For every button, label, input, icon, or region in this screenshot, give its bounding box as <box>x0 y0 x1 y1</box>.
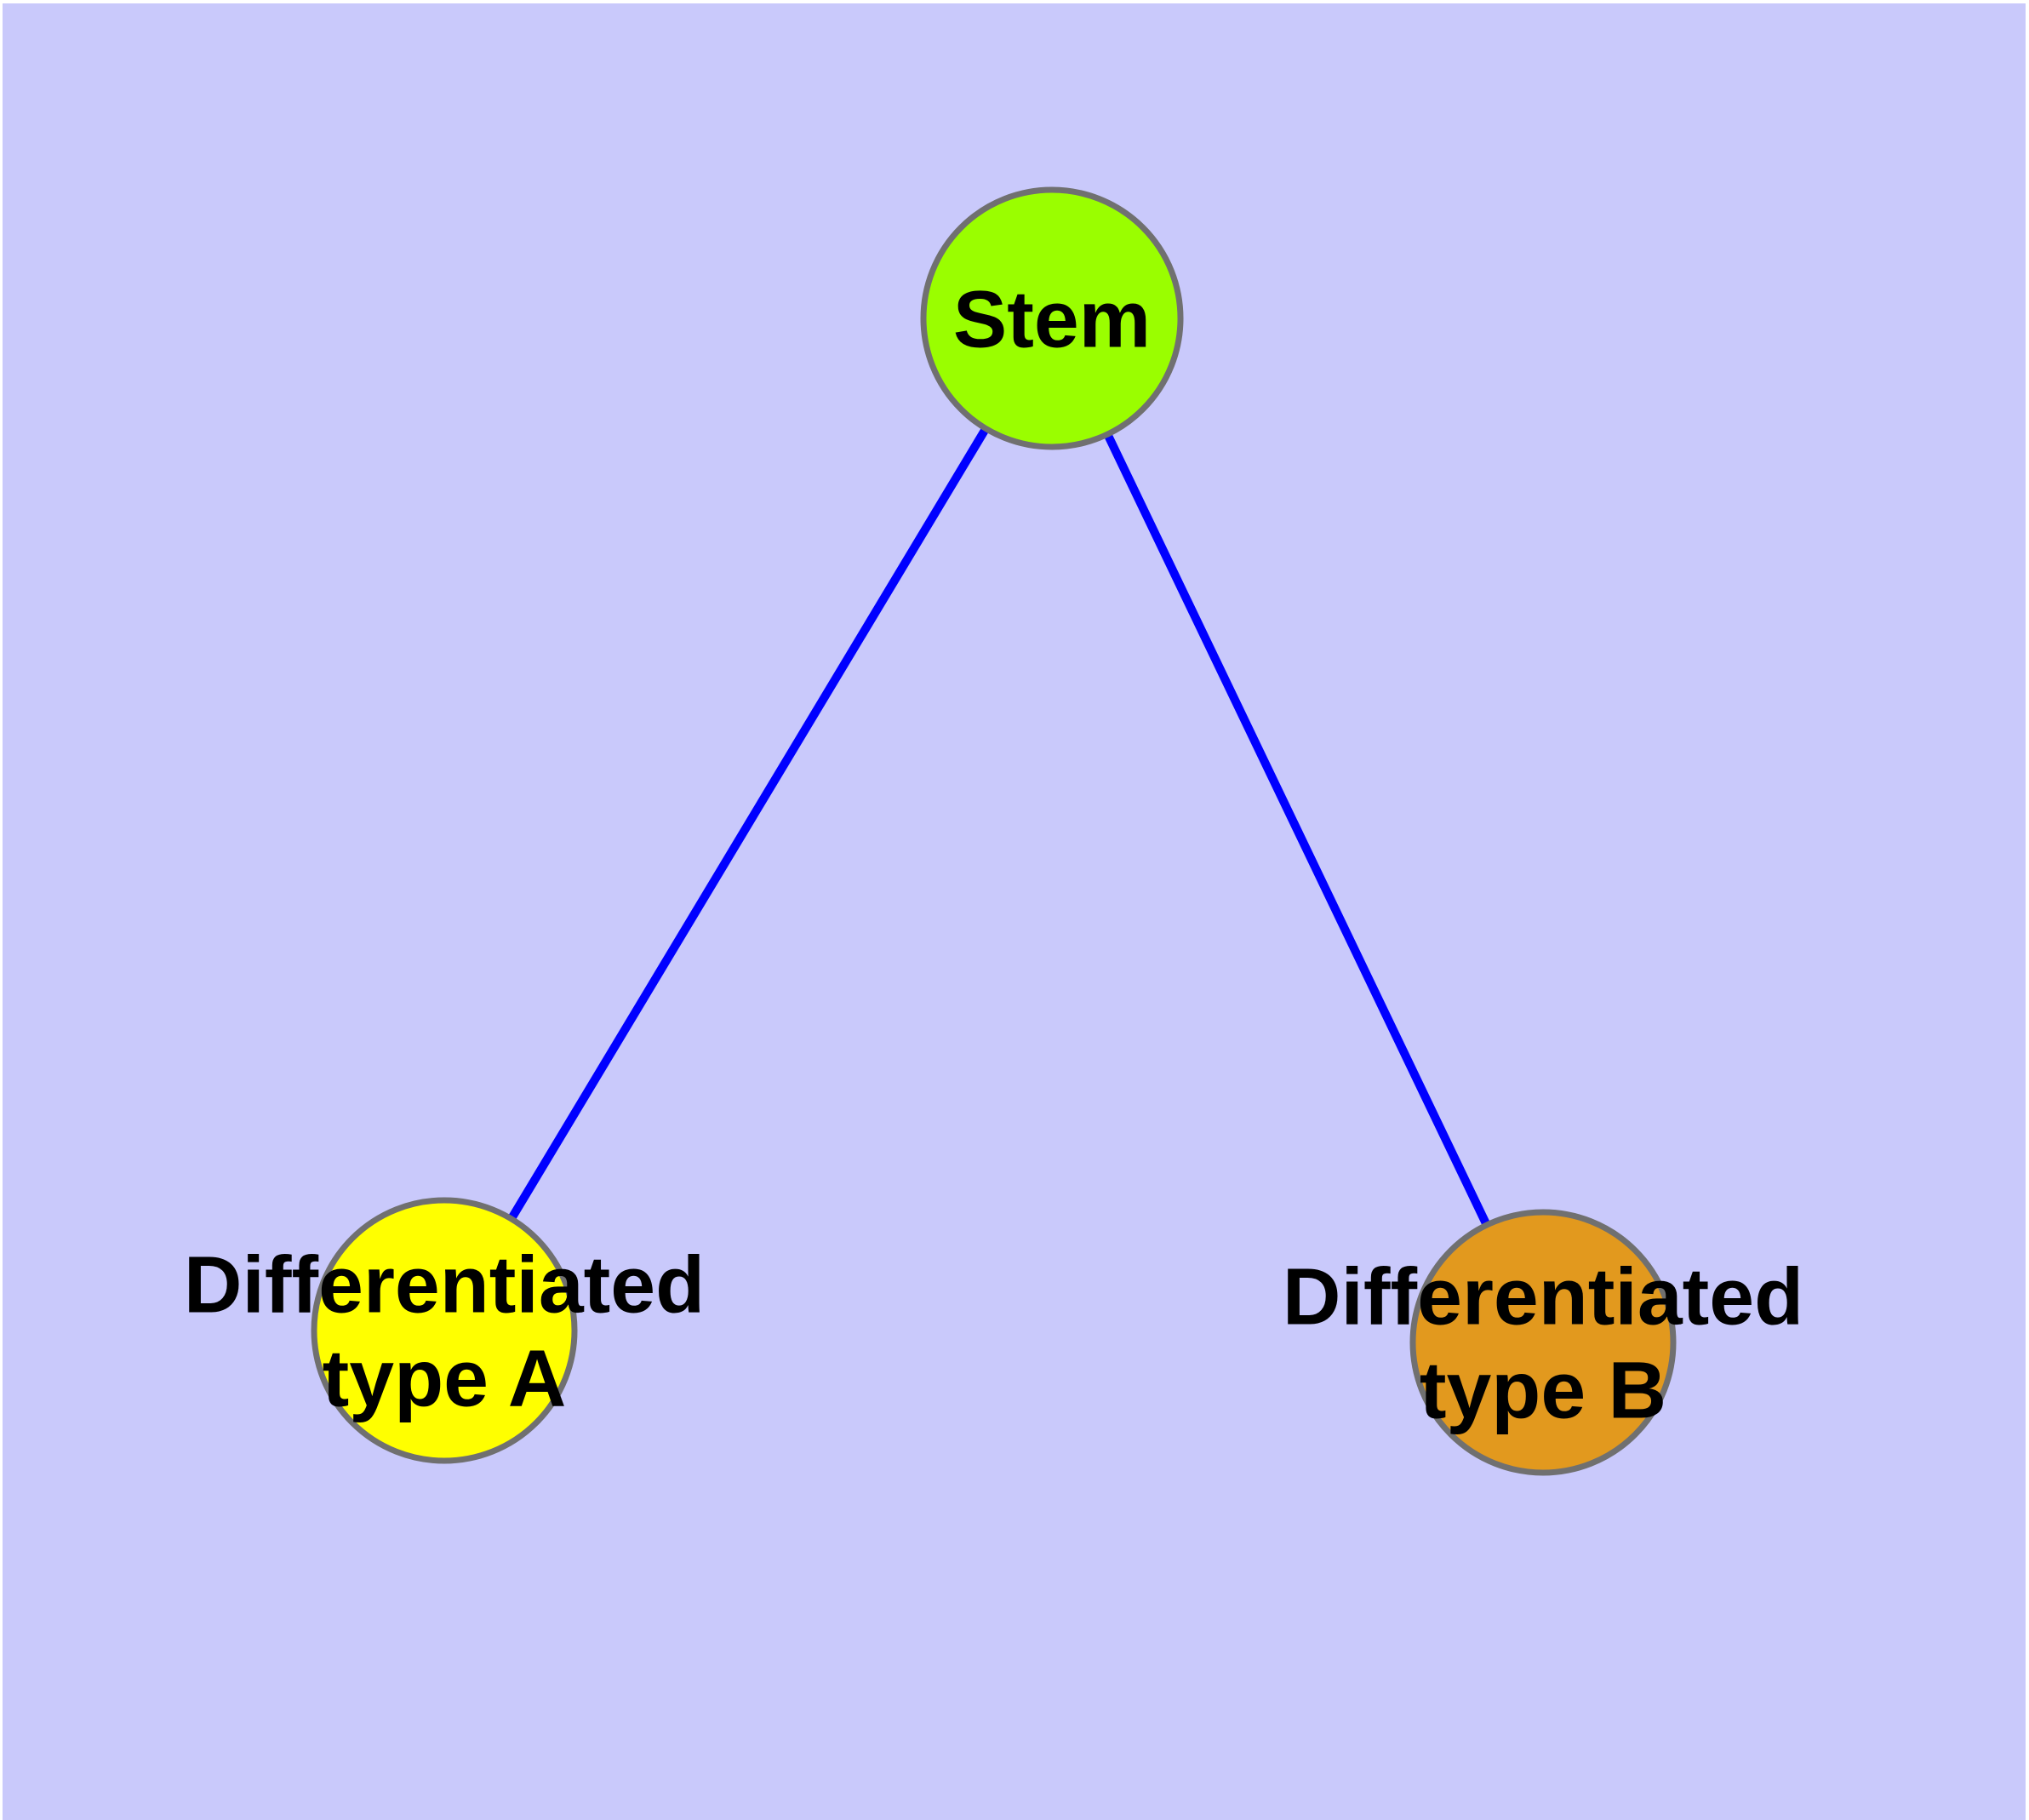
node-label-line: Stem <box>953 274 1151 364</box>
node-differentiated-type-b <box>1409 1209 1677 1476</box>
edge-stem-to-differentiated-type-a <box>507 426 990 1222</box>
node-stem <box>920 186 1184 450</box>
node-label-line: Differentiated <box>184 1239 705 1330</box>
node-label-line: type B <box>1420 1345 1666 1435</box>
edge-stem-to-differentiated-type-b <box>1103 432 1491 1228</box>
node-label-stem: Stem <box>953 274 1151 364</box>
node-label-line: Differentiated <box>1283 1251 1803 1342</box>
node-label-line: type A <box>323 1333 567 1423</box>
node-differentiated-type-a <box>311 1197 578 1464</box>
